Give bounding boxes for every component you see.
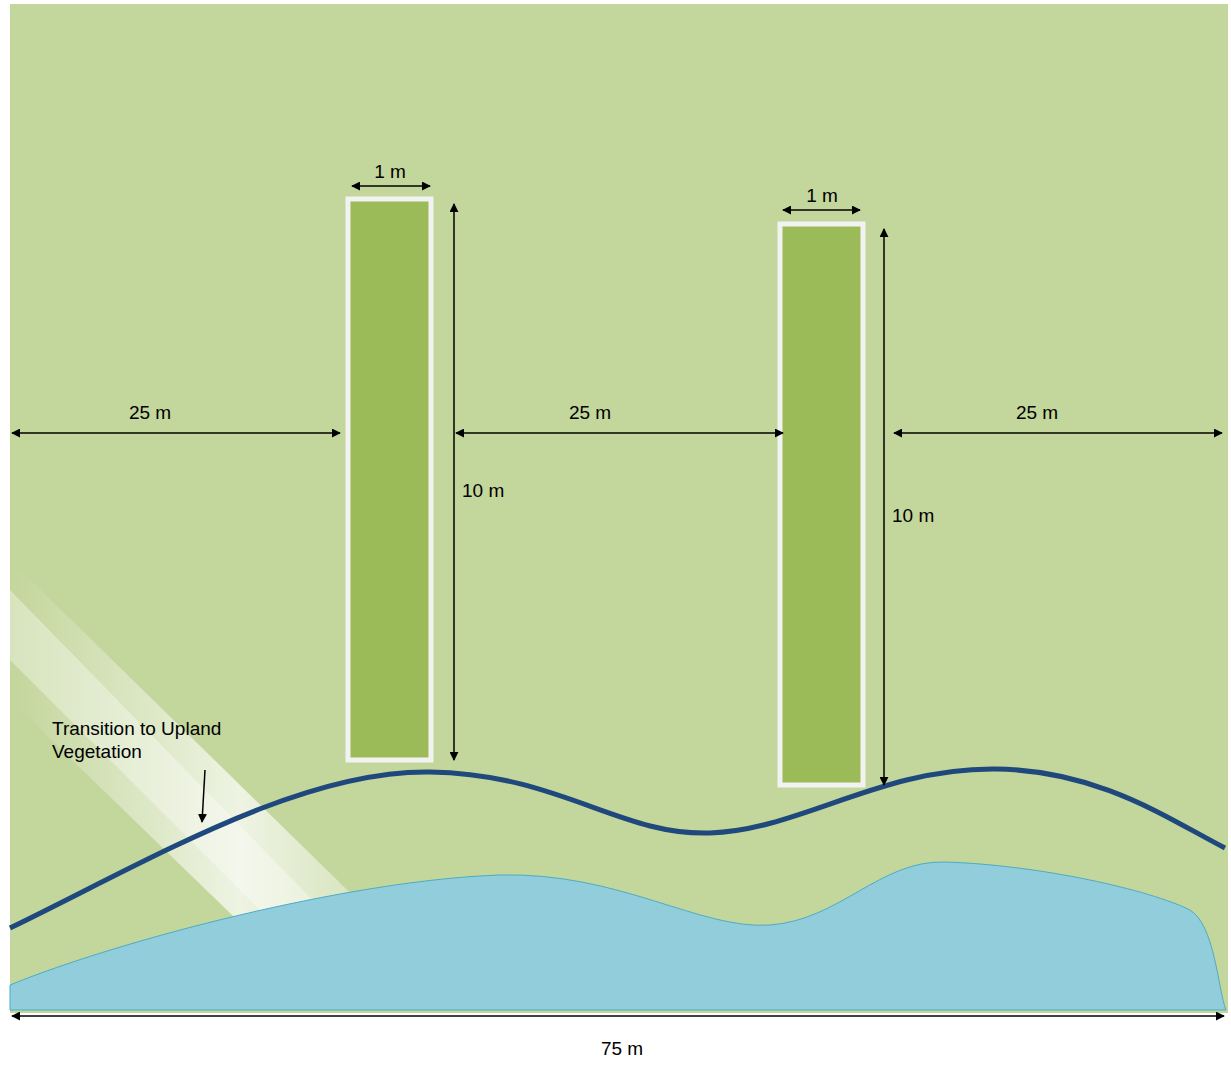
dimension-label: 25 m xyxy=(1016,402,1058,425)
dimension-arrow xyxy=(894,432,1222,434)
transition-line xyxy=(10,769,1225,928)
dimension-label: 25 m xyxy=(569,402,611,425)
dimension-label: 1 m xyxy=(806,185,838,208)
sample-plot xyxy=(780,224,863,785)
leader-arrow xyxy=(202,770,205,822)
meadow-ground xyxy=(10,4,1228,1013)
dimension-label: 25 m xyxy=(129,402,171,425)
dimension-arrow xyxy=(12,432,340,434)
dimension-arrow xyxy=(883,229,885,785)
dimension-arrow xyxy=(453,204,455,760)
sample-plot xyxy=(348,199,431,760)
dimension-label: 10 m xyxy=(462,480,504,503)
water-body xyxy=(10,862,1226,1010)
dimension-arrow xyxy=(456,432,783,434)
dimension-label: 10 m xyxy=(892,505,934,528)
dimension-label: 75 m xyxy=(601,1038,643,1061)
dimension-label: 1 m xyxy=(374,161,406,184)
callout-label: Transition to Upland Vegetation xyxy=(52,718,287,764)
dimension-arrow xyxy=(352,185,430,187)
dimension-arrow xyxy=(783,209,860,211)
dimension-arrow xyxy=(12,1015,1224,1017)
